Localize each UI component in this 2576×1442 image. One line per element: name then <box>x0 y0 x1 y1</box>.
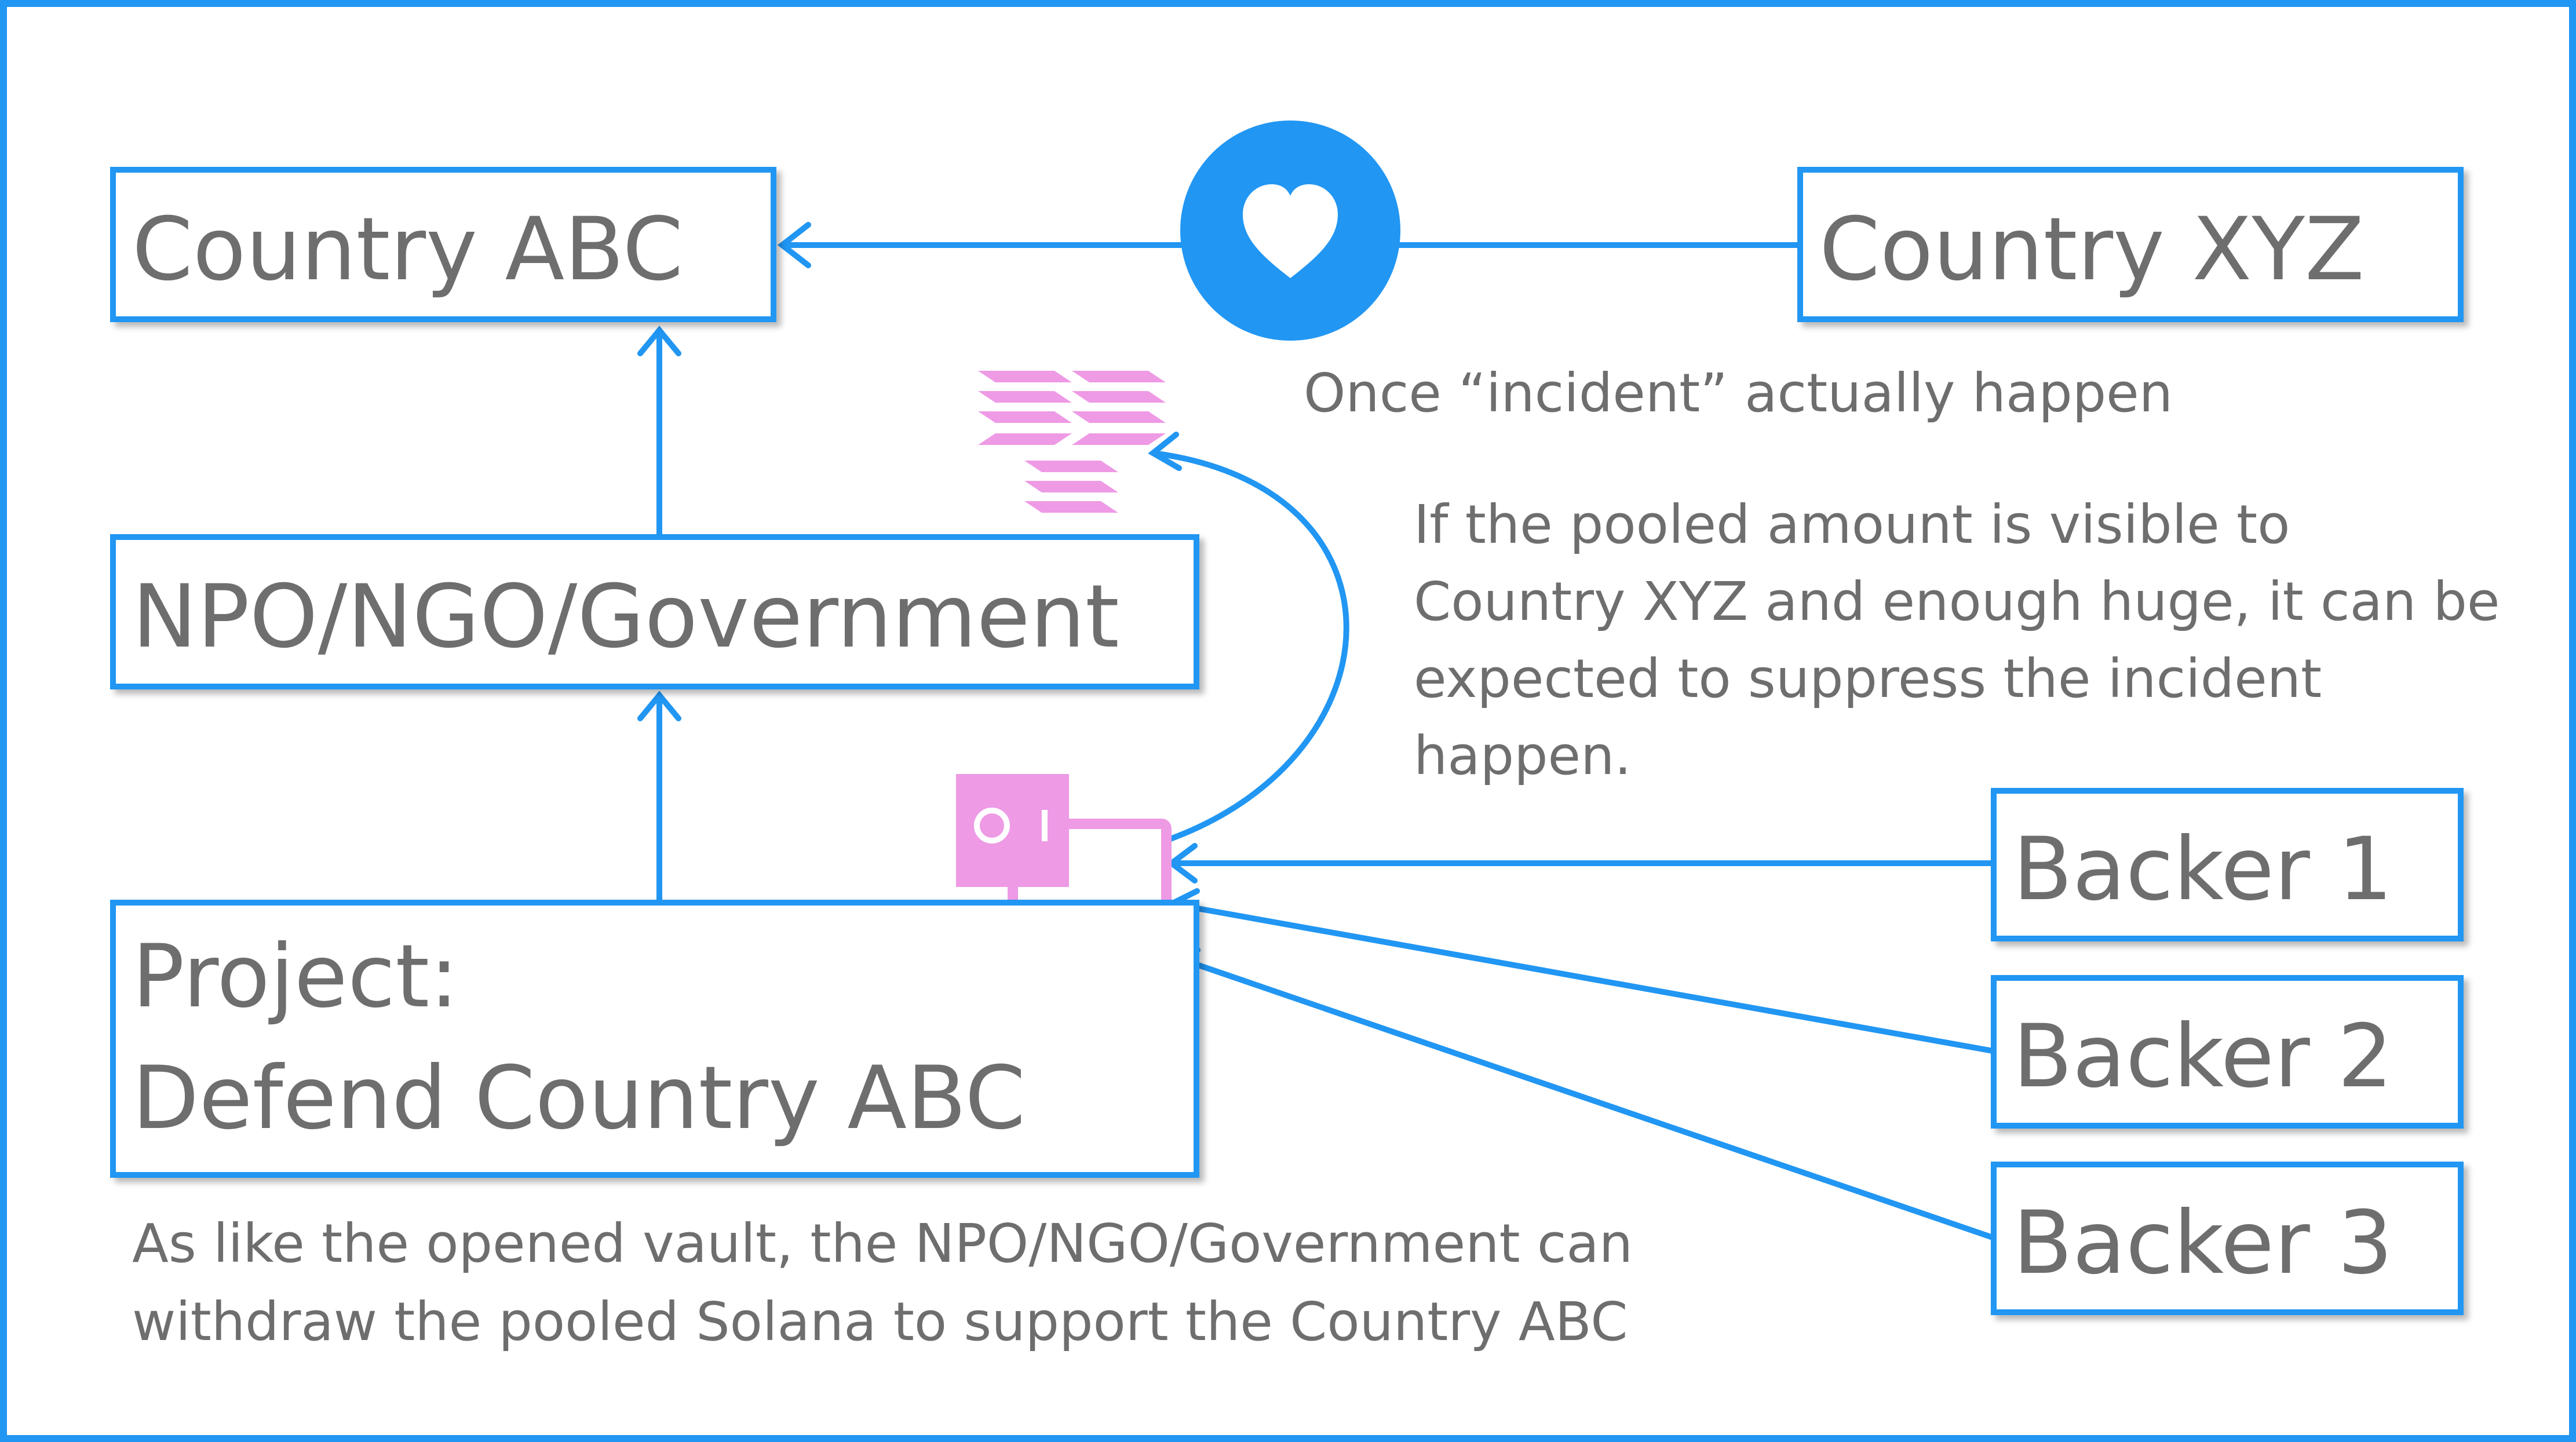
note-pooled-line3: expected to suppress the incident <box>1414 648 2322 710</box>
note-vault-line1: As like the opened vault, the NPO/NGO/Go… <box>132 1213 1633 1275</box>
arrowhead-country-abc <box>777 222 811 268</box>
arrowhead-solana <box>1148 432 1182 471</box>
note-incident: Once “incident” actually happen <box>1304 362 2173 424</box>
arrow-backer3-to-vault <box>1169 953 1999 1242</box>
node-npo-label: NPO/NGO/Government <box>132 567 1119 667</box>
node-backer-1: Backer 1 <box>1991 788 2464 941</box>
note-pooled-line2: Country XYZ and enough huge, it can be <box>1414 571 2500 633</box>
note-pooled-line1: If the pooled amount is visible to <box>1414 494 2290 556</box>
solana-logo-icon <box>978 371 1166 513</box>
heart-icon <box>1180 121 1400 341</box>
node-country-abc-label: Country ABC <box>132 199 684 300</box>
node-country-xyz: Country XYZ <box>1797 167 2464 322</box>
node-project-line1: Project: <box>132 926 459 1027</box>
note-vault-line2: withdraw the pooled Solana to support th… <box>132 1291 1628 1353</box>
node-npo-ngo-government: NPO/NGO/Government <box>110 534 1199 689</box>
node-backer-1-label: Backer 1 <box>2013 819 2393 920</box>
arrowhead-npo-up <box>637 326 681 356</box>
arrow-backer2-to-vault <box>1169 901 1999 1054</box>
node-backer-2: Backer 2 <box>1991 975 2464 1129</box>
node-project: Project: Defend Country ABC <box>110 900 1199 1178</box>
arrow-vault-to-solana <box>1150 450 1349 842</box>
node-country-xyz-label: Country XYZ <box>1819 199 2365 300</box>
note-pooled-line4: happen. <box>1414 725 1632 787</box>
node-country-abc: Country ABC <box>110 167 776 322</box>
node-project-line2: Defend Country ABC <box>132 1048 1026 1149</box>
node-backer-3-label: Backer 3 <box>2013 1193 2393 1294</box>
arrowhead-project-up <box>637 691 681 721</box>
node-backer-2-label: Backer 2 <box>2013 1006 2393 1107</box>
node-backer-3: Backer 3 <box>1991 1162 2464 1315</box>
